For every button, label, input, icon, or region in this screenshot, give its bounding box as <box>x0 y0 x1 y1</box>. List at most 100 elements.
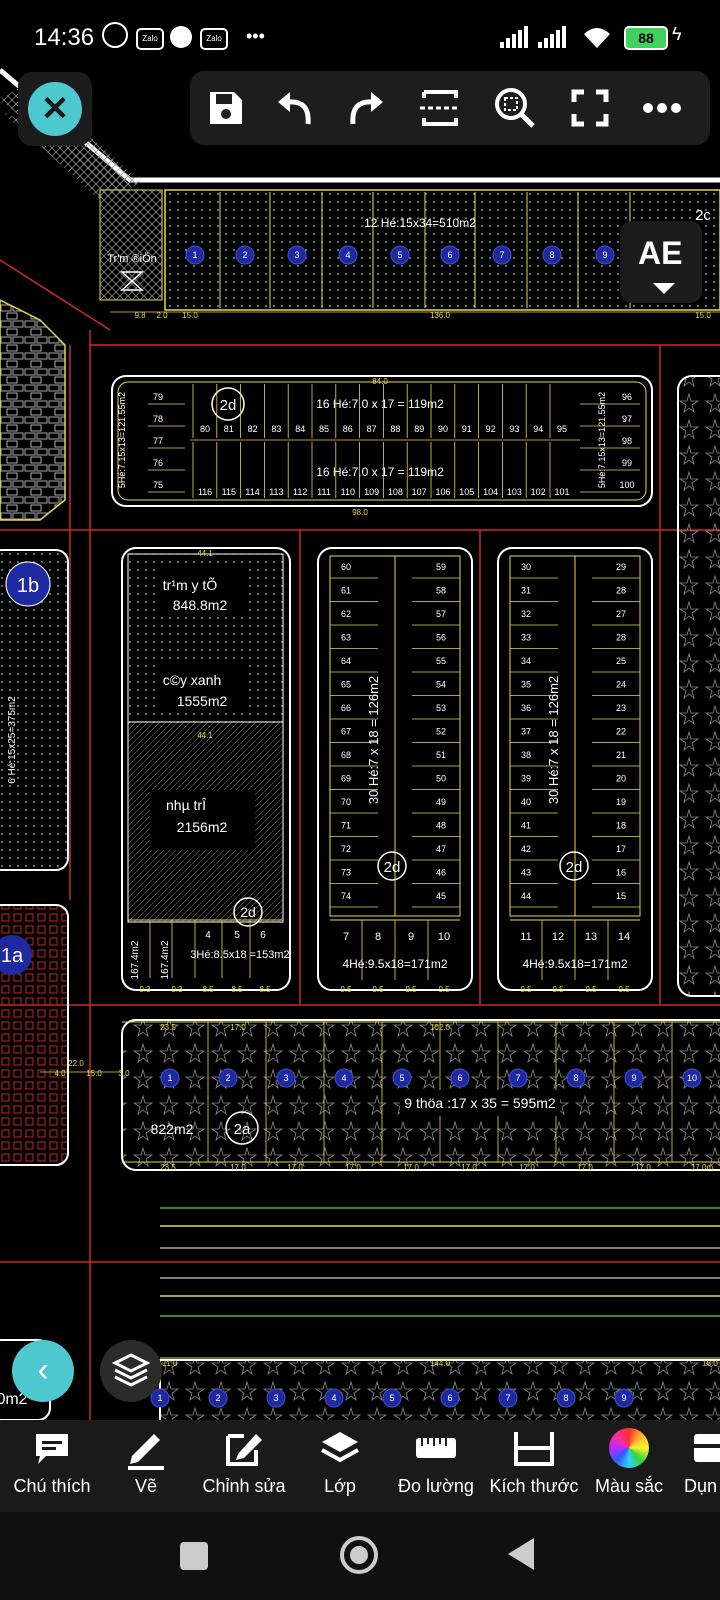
lot-number: 51 <box>436 750 446 760</box>
layers-toggle-button[interactable] <box>100 1340 162 1402</box>
text-style-button[interactable]: AE <box>620 221 702 303</box>
lot-marker <box>392 1068 412 1088</box>
lot-number: 111 <box>317 487 331 497</box>
tool-color[interactable]: Màu sắc <box>588 1420 670 1512</box>
lot-marker <box>556 1388 576 1408</box>
tool-dimension[interactable]: Kích thước <box>486 1420 582 1512</box>
lot-number: 53 <box>436 703 446 713</box>
lot-number: 96 <box>622 392 632 402</box>
tool-more[interactable]: Dụn <box>680 1420 720 1512</box>
lot-number: 31 <box>521 586 531 596</box>
more-icon[interactable] <box>642 102 682 114</box>
lot-number: 6 <box>457 1073 462 1083</box>
lot-number: 58 <box>436 586 446 596</box>
dim-text: 17.0 <box>287 1163 303 1172</box>
lot-number: 112 <box>293 487 307 497</box>
top-lot-number: 1 <box>192 250 197 260</box>
recents-button[interactable] <box>180 1542 208 1570</box>
lot-number: 52 <box>436 727 446 737</box>
dim-text: 44.1 <box>197 549 213 558</box>
home-button[interactable] <box>340 1536 378 1574</box>
back-nav-button[interactable] <box>508 1538 534 1570</box>
chevron-down-icon <box>653 283 675 294</box>
small-area-a: 167.4m2 <box>130 940 141 979</box>
layers-icon <box>321 1432 359 1463</box>
lot-number: 9 <box>621 1393 626 1403</box>
layers-icon <box>111 1353 151 1387</box>
lot-number: 32 <box>521 609 531 619</box>
lot-marker <box>150 1388 170 1408</box>
chevron-left-icon: ‹ <box>37 1351 49 1389</box>
dim-text: 136.0 <box>430 311 451 320</box>
dim-text: 4.0 <box>54 1069 66 1078</box>
lot-number: 14 <box>618 931 630 943</box>
fullscreen-icon[interactable] <box>570 88 610 128</box>
lot-number: 25 <box>616 656 626 666</box>
lot-number: 19 <box>616 797 626 807</box>
tool-measure[interactable]: Đo lường <box>388 1420 484 1512</box>
drawing-canvas[interactable]: 12 Hé:15x34=510m2 2c 1 2 3 4 5 6 7 8 9 T… <box>0 60 720 1420</box>
dim-text: 23.5 <box>160 1163 176 1172</box>
dim-text: 17.0 <box>635 1163 651 1172</box>
lot-number: 22 <box>616 727 626 737</box>
tool-layers[interactable]: Lớp <box>300 1420 380 1512</box>
tool-draw[interactable]: Vẽ <box>110 1420 182 1512</box>
lot-number: 10 <box>687 1073 697 1083</box>
undo-icon[interactable] <box>272 88 316 128</box>
lot-number: 5 <box>399 1073 404 1083</box>
lot-number: 66 <box>341 703 351 713</box>
lot-number: 35 <box>521 680 531 690</box>
save-icon[interactable] <box>206 88 246 128</box>
lot-number: 56 <box>436 633 446 643</box>
lot-number: 7 <box>343 931 349 943</box>
close-button[interactable]: ✕ <box>18 72 92 146</box>
lot-number: 30 <box>521 562 531 572</box>
lot-number: 27 <box>616 609 626 619</box>
lot-number: 100 <box>619 480 634 490</box>
dim-text: 9.3 <box>139 985 151 994</box>
redo-icon[interactable] <box>345 88 389 128</box>
dim-text: 9.5 <box>552 985 564 994</box>
lot-number: 110 <box>341 487 355 497</box>
dim-text: 18.0 <box>702 1359 718 1368</box>
lot-number: 36 <box>521 703 531 713</box>
back-button[interactable]: ‹ <box>12 1340 74 1402</box>
top-lot-number: 8 <box>549 250 554 260</box>
lot-number: 4 <box>331 1393 336 1403</box>
dim-text: 8.5 <box>259 985 271 994</box>
lot-number: 60 <box>341 562 351 572</box>
zoom-window-icon[interactable] <box>493 86 537 130</box>
tool-annotate[interactable]: Chú thích <box>0 1420 104 1512</box>
lot-number: 89 <box>414 424 424 434</box>
top-toolbar <box>190 71 710 145</box>
lot-number: 104 <box>483 487 498 497</box>
lot-number: 59 <box>436 562 446 572</box>
zalo-icon: Zalo <box>200 28 228 50</box>
lot-number: 5 <box>234 930 240 941</box>
lot-number: 81 <box>224 424 234 434</box>
battery-icon: 88 <box>624 26 668 50</box>
ruler-icon <box>416 1438 456 1458</box>
block-2d-label: 2d <box>220 397 237 414</box>
dim-text: 23.5 <box>160 1023 176 1032</box>
dim-text: 17.0 <box>519 1163 535 1172</box>
bottom-toolbar: Chú thích Vẽ Chỉnh sửa Lớp Đo lường Kích… <box>0 1420 720 1512</box>
lot-number: 90 <box>438 424 448 434</box>
lot-number: 88 <box>390 424 400 434</box>
dim-text: 9.5 <box>340 985 352 994</box>
lot-marker <box>276 1068 296 1088</box>
dim-text: 17.0 <box>461 1163 477 1172</box>
lot-number: 102 <box>531 487 546 497</box>
lot-number: 45 <box>436 891 446 901</box>
side6-label: 6 Hé:15x25=375m2 <box>7 696 18 784</box>
tool-edit[interactable]: Chỉnh sửa <box>196 1420 292 1512</box>
lot-number: 80 <box>200 424 210 434</box>
dim-text: 9.5 <box>618 985 630 994</box>
dim-text: 11.0 <box>163 1359 179 1368</box>
status-time: 14:36 <box>34 24 95 51</box>
messenger-icon <box>170 26 192 48</box>
fit-width-icon[interactable] <box>418 88 462 128</box>
lot-number: 74 <box>341 891 351 901</box>
